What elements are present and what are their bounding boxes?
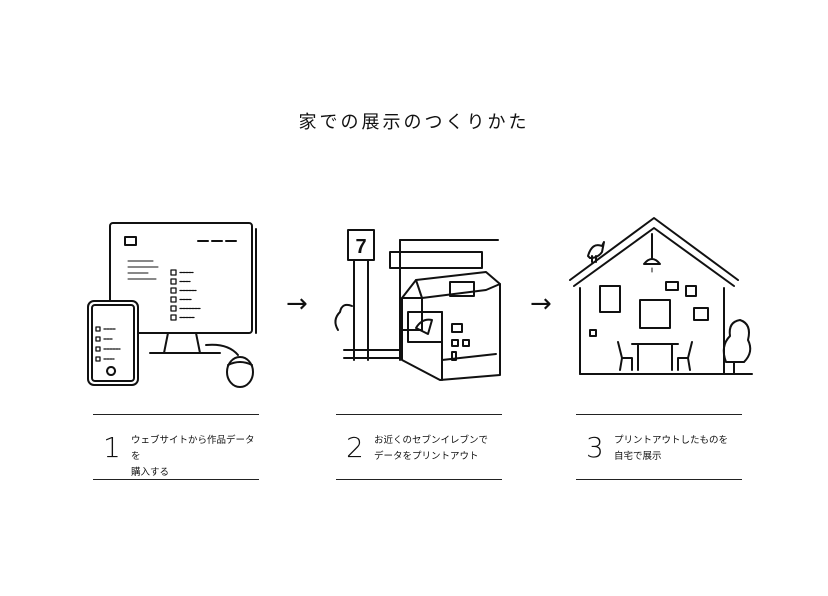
- step-description: お近くのセブンイレブンで データをプリントアウト: [374, 435, 489, 462]
- step-description: ウェブサイトから作品データを 購入する: [131, 435, 255, 478]
- step-description: プリントアウトしたものを 自宅で展示: [614, 435, 729, 462]
- page-title: 家での展示のつくりかた: [298, 112, 530, 133]
- step-number: 3: [586, 431, 604, 464]
- step-number: 1: [103, 431, 121, 464]
- arrow-right-icon: →: [530, 289, 552, 319]
- step-number: 2: [346, 431, 364, 464]
- step-3: 3 プリントアウトしたものを 自宅で展示: [576, 414, 742, 480]
- convenience-store-printer-illustration: 7: [330, 220, 510, 388]
- step-2: 2 お近くのセブンイレブンで データをプリントアウト: [336, 414, 502, 480]
- house-exhibition-illustration: [566, 212, 758, 380]
- store-sign-number: 7: [355, 236, 366, 258]
- step-1: 1 ウェブサイトから作品データを 購入する: [93, 414, 259, 480]
- computer-illustration: [78, 215, 268, 390]
- arrow-right-icon: →: [286, 289, 308, 319]
